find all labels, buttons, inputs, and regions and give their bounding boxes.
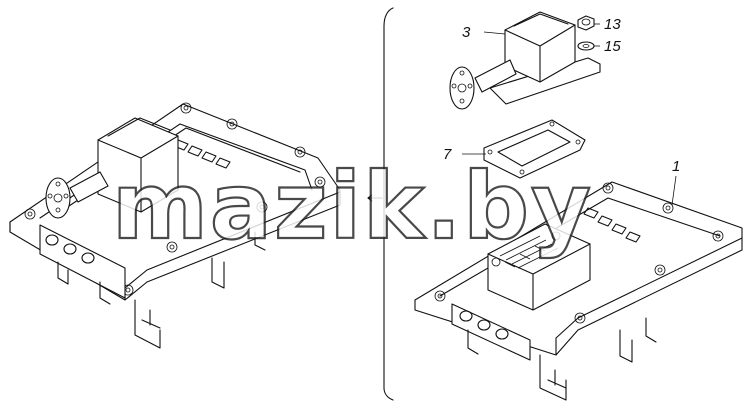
callout-7: 7 [443,146,452,163]
part-1-cover-illustration [414,181,743,401]
part-7-gasket-illustration [483,119,586,179]
leader-lines [462,23,677,206]
part-3-housing-illustration [449,11,601,110]
callout-3: 3 [462,24,471,41]
part-13-nut-illustration [577,15,595,31]
watermark-text: mazik.by [112,153,593,260]
group-bracket [383,7,394,401]
callout-15: 15 [604,38,621,55]
assembled-cover-illustration [9,102,341,349]
callout-1: 1 [672,158,680,175]
callout-13: 13 [604,16,621,33]
pointer-arrow [367,194,383,202]
part-15-washer-illustration [577,41,595,51]
